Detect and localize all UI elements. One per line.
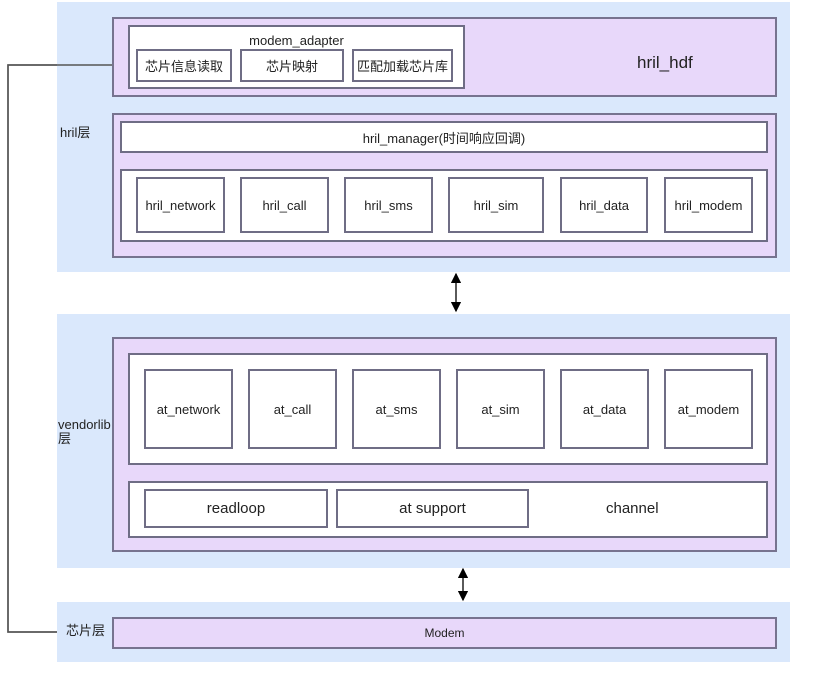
hril-manager-box: hril_manager(时间响应回调) xyxy=(120,121,768,153)
hril-modules-group xyxy=(120,169,768,242)
modem-adapter-title: modem_adapter xyxy=(249,33,344,48)
chip-layer-label: 芯片层 xyxy=(66,623,106,638)
at-network-box: at_network xyxy=(144,369,233,449)
at-support-box: at support xyxy=(336,489,529,528)
modem-box: Modem xyxy=(112,617,777,649)
readloop-box: readloop xyxy=(144,489,328,528)
chip-lib-load-box: 匹配加载芯片库 xyxy=(352,49,453,82)
hril-sms-box: hril_sms xyxy=(344,177,433,233)
hril-hdf-title: hril_hdf xyxy=(637,53,693,72)
hril-network-box: hril_network xyxy=(136,177,225,233)
at-sim-box: at_sim xyxy=(456,369,545,449)
hril-modem-box: hril_modem xyxy=(664,177,753,233)
chip-info-read-box: 芯片信息读取 xyxy=(136,49,232,82)
hril-call-box: hril_call xyxy=(240,177,329,233)
at-data-box: at_data xyxy=(560,369,649,449)
at-call-box: at_call xyxy=(248,369,337,449)
hril-layer-label: hril层 xyxy=(60,125,91,140)
at-modem-box: at_modem xyxy=(664,369,753,449)
channel-title: channel xyxy=(606,500,659,517)
at-modules-group xyxy=(128,353,768,465)
hril-data-box: hril_data xyxy=(560,177,648,233)
chip-mapping-box: 芯片映射 xyxy=(240,49,344,82)
hril-sim-box: hril_sim xyxy=(448,177,544,233)
vendorlib-layer-label: vendorlib 层 xyxy=(58,417,111,446)
at-sms-box: at_sms xyxy=(352,369,441,449)
